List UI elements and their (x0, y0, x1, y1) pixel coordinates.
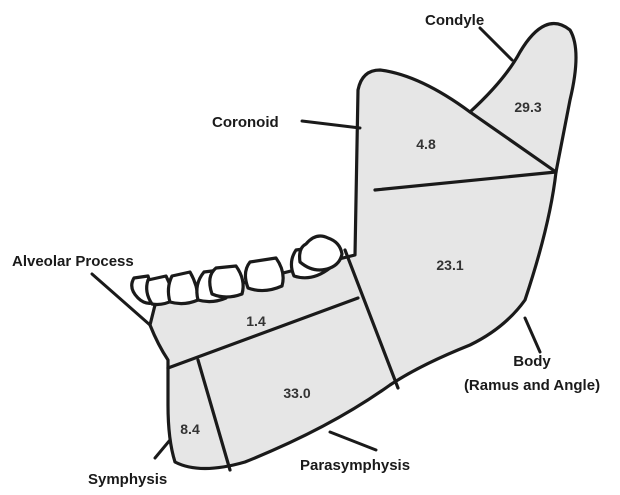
value-symphysis: 8.4 (180, 421, 200, 437)
value-alveolar: 1.4 (246, 313, 266, 329)
label-alveolar-process: Alveolar Process (12, 253, 134, 270)
label-body: Body (513, 353, 551, 370)
label-condyle: Condyle (425, 12, 484, 29)
label-body-subtitle: (Ramus and Angle) (464, 377, 600, 394)
value-condyle: 29.3 (514, 99, 541, 115)
tooth-6 (245, 258, 283, 291)
leader-condyle (480, 28, 512, 60)
leader-parasymphysis (330, 432, 376, 450)
tooth-8 (300, 236, 342, 270)
leader-symphysis (155, 440, 170, 458)
leader-coronoid (302, 121, 360, 128)
leader-body (525, 318, 540, 352)
value-parasymphysis: 33.0 (283, 385, 310, 401)
label-coronoid: Coronoid (212, 114, 279, 131)
mandible-outline (150, 24, 576, 469)
tooth-3 (168, 272, 198, 304)
value-body: 23.1 (436, 257, 463, 273)
value-coronoid: 4.8 (416, 136, 436, 152)
label-symphysis: Symphysis (88, 471, 167, 488)
tooth-5 (210, 266, 243, 297)
label-parasymphysis: Parasymphysis (300, 457, 410, 474)
